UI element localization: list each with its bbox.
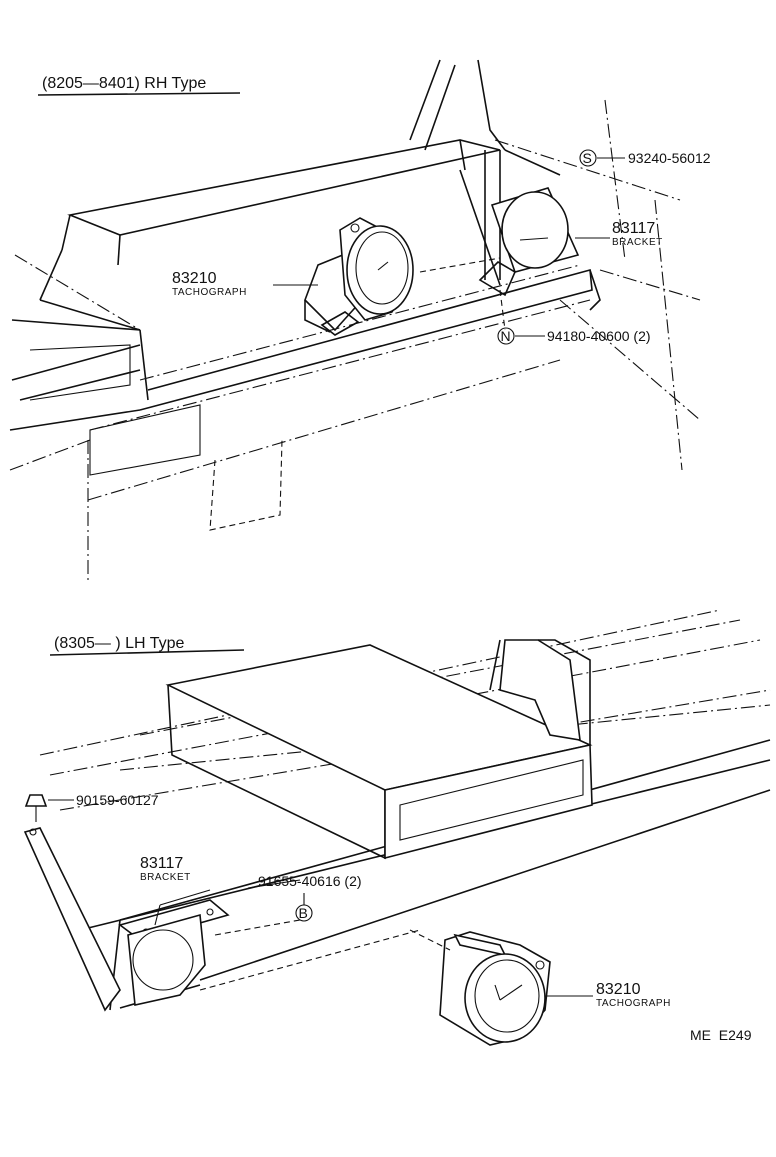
rh-callouts [273,157,625,337]
lh-support-strut [23,794,121,1012]
b-symbol: B [299,905,308,921]
lh-part-tachograph: 83210 TACHOGRAPH [596,981,671,1009]
rh-section-title: (8205—8401) RH Type [42,75,206,92]
rh-section: (8205—8401) RH Type [9,59,711,580]
rh-dashboard [9,139,601,580]
lh-bolt-part-number: 91655-40616 (2) [258,873,362,889]
lh-tachograph-illustration [409,929,593,1046]
lh-screw-part-number: 90159-60127 [76,792,159,808]
lh-bracket-description: BRACKET [140,872,191,883]
n-symbol: N [501,328,511,344]
rh-cab-outline [409,59,701,471]
rh-bracket-part-number: 83117 [612,220,655,237]
rh-bracket-illustration [478,187,580,297]
b-symbol-circle [295,904,313,922]
lh-dashboard [39,609,771,1011]
lh-bracket-part-number: 83117 [140,855,183,872]
rh-part-screw-s: S 93240-56012 [579,149,711,167]
lh-part-bolt-b: 91655-40616 (2) B [258,873,362,922]
rh-screw-part-number: 93240-56012 [628,150,711,166]
lh-section: (8305— ) LH Type [23,609,771,1046]
rh-tachograph-part-number: 83210 [172,270,217,287]
lh-part-screw: 90159-60127 [76,792,159,808]
figure-code: ME E249 [690,1027,752,1043]
rh-title-underline [37,92,241,96]
rh-tachograph-illustration [304,217,506,336]
lh-bracket-illustration [118,879,421,1006]
lh-tachograph-part-number: 83210 [596,981,641,998]
lh-section-title: (8305— ) LH Type [54,635,185,652]
rh-tachograph-description: TACHOGRAPH [172,287,247,298]
rh-nut-part-number: 94180-40600 (2) [547,328,651,344]
rh-bracket-description: BRACKET [612,237,663,248]
lh-tachograph-description: TACHOGRAPH [596,998,671,1009]
rh-part-nut-n: N 94180-40600 (2) [497,327,651,345]
s-symbol: S [583,150,592,166]
lh-title-underline [49,649,245,656]
n-symbol-circle [497,327,515,345]
rh-part-tachograph: 83210 TACHOGRAPH [172,270,247,298]
s-symbol-circle [579,149,597,167]
rh-part-bracket: 83117 BRACKET [612,220,663,248]
lh-part-bracket: 83117 BRACKET [140,855,191,883]
